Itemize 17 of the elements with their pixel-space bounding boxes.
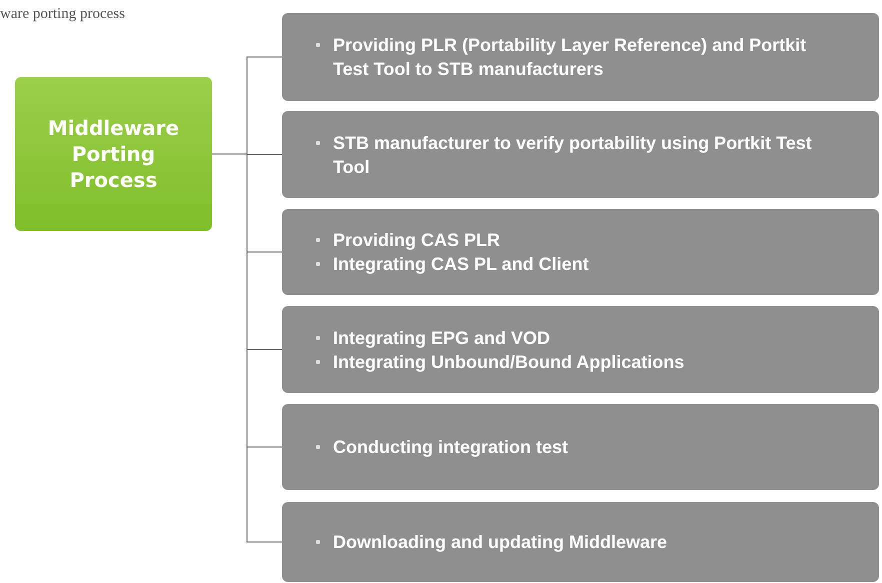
step-box (282, 111, 879, 198)
step-text: Integrating Unbound/Bound Applications (333, 350, 686, 374)
step-box (282, 306, 879, 393)
page-title: ware porting process (0, 6, 125, 23)
step-box (282, 209, 879, 295)
step-box (282, 404, 879, 490)
step-text: Integrating EPG and VOD (333, 326, 552, 350)
step-text: Integrating CAS PL and Client (333, 253, 590, 276)
step-text: Providing CAS PLR (333, 229, 502, 252)
step-text: Providing PLR (Portability Layer Reference) and Portkit Test Tool to STB manufacturers (333, 34, 808, 81)
step-text: STB manufacturer to verify portability using Portkit Test Tool (333, 132, 813, 178)
step-text: Conducting integration test (333, 436, 569, 459)
step-box (282, 13, 879, 101)
process-title: Middleware Porting Process (46, 115, 180, 193)
step-text: Downloading and updating Middleware (333, 531, 668, 554)
main-process-box (15, 77, 212, 231)
step-box (282, 502, 879, 582)
